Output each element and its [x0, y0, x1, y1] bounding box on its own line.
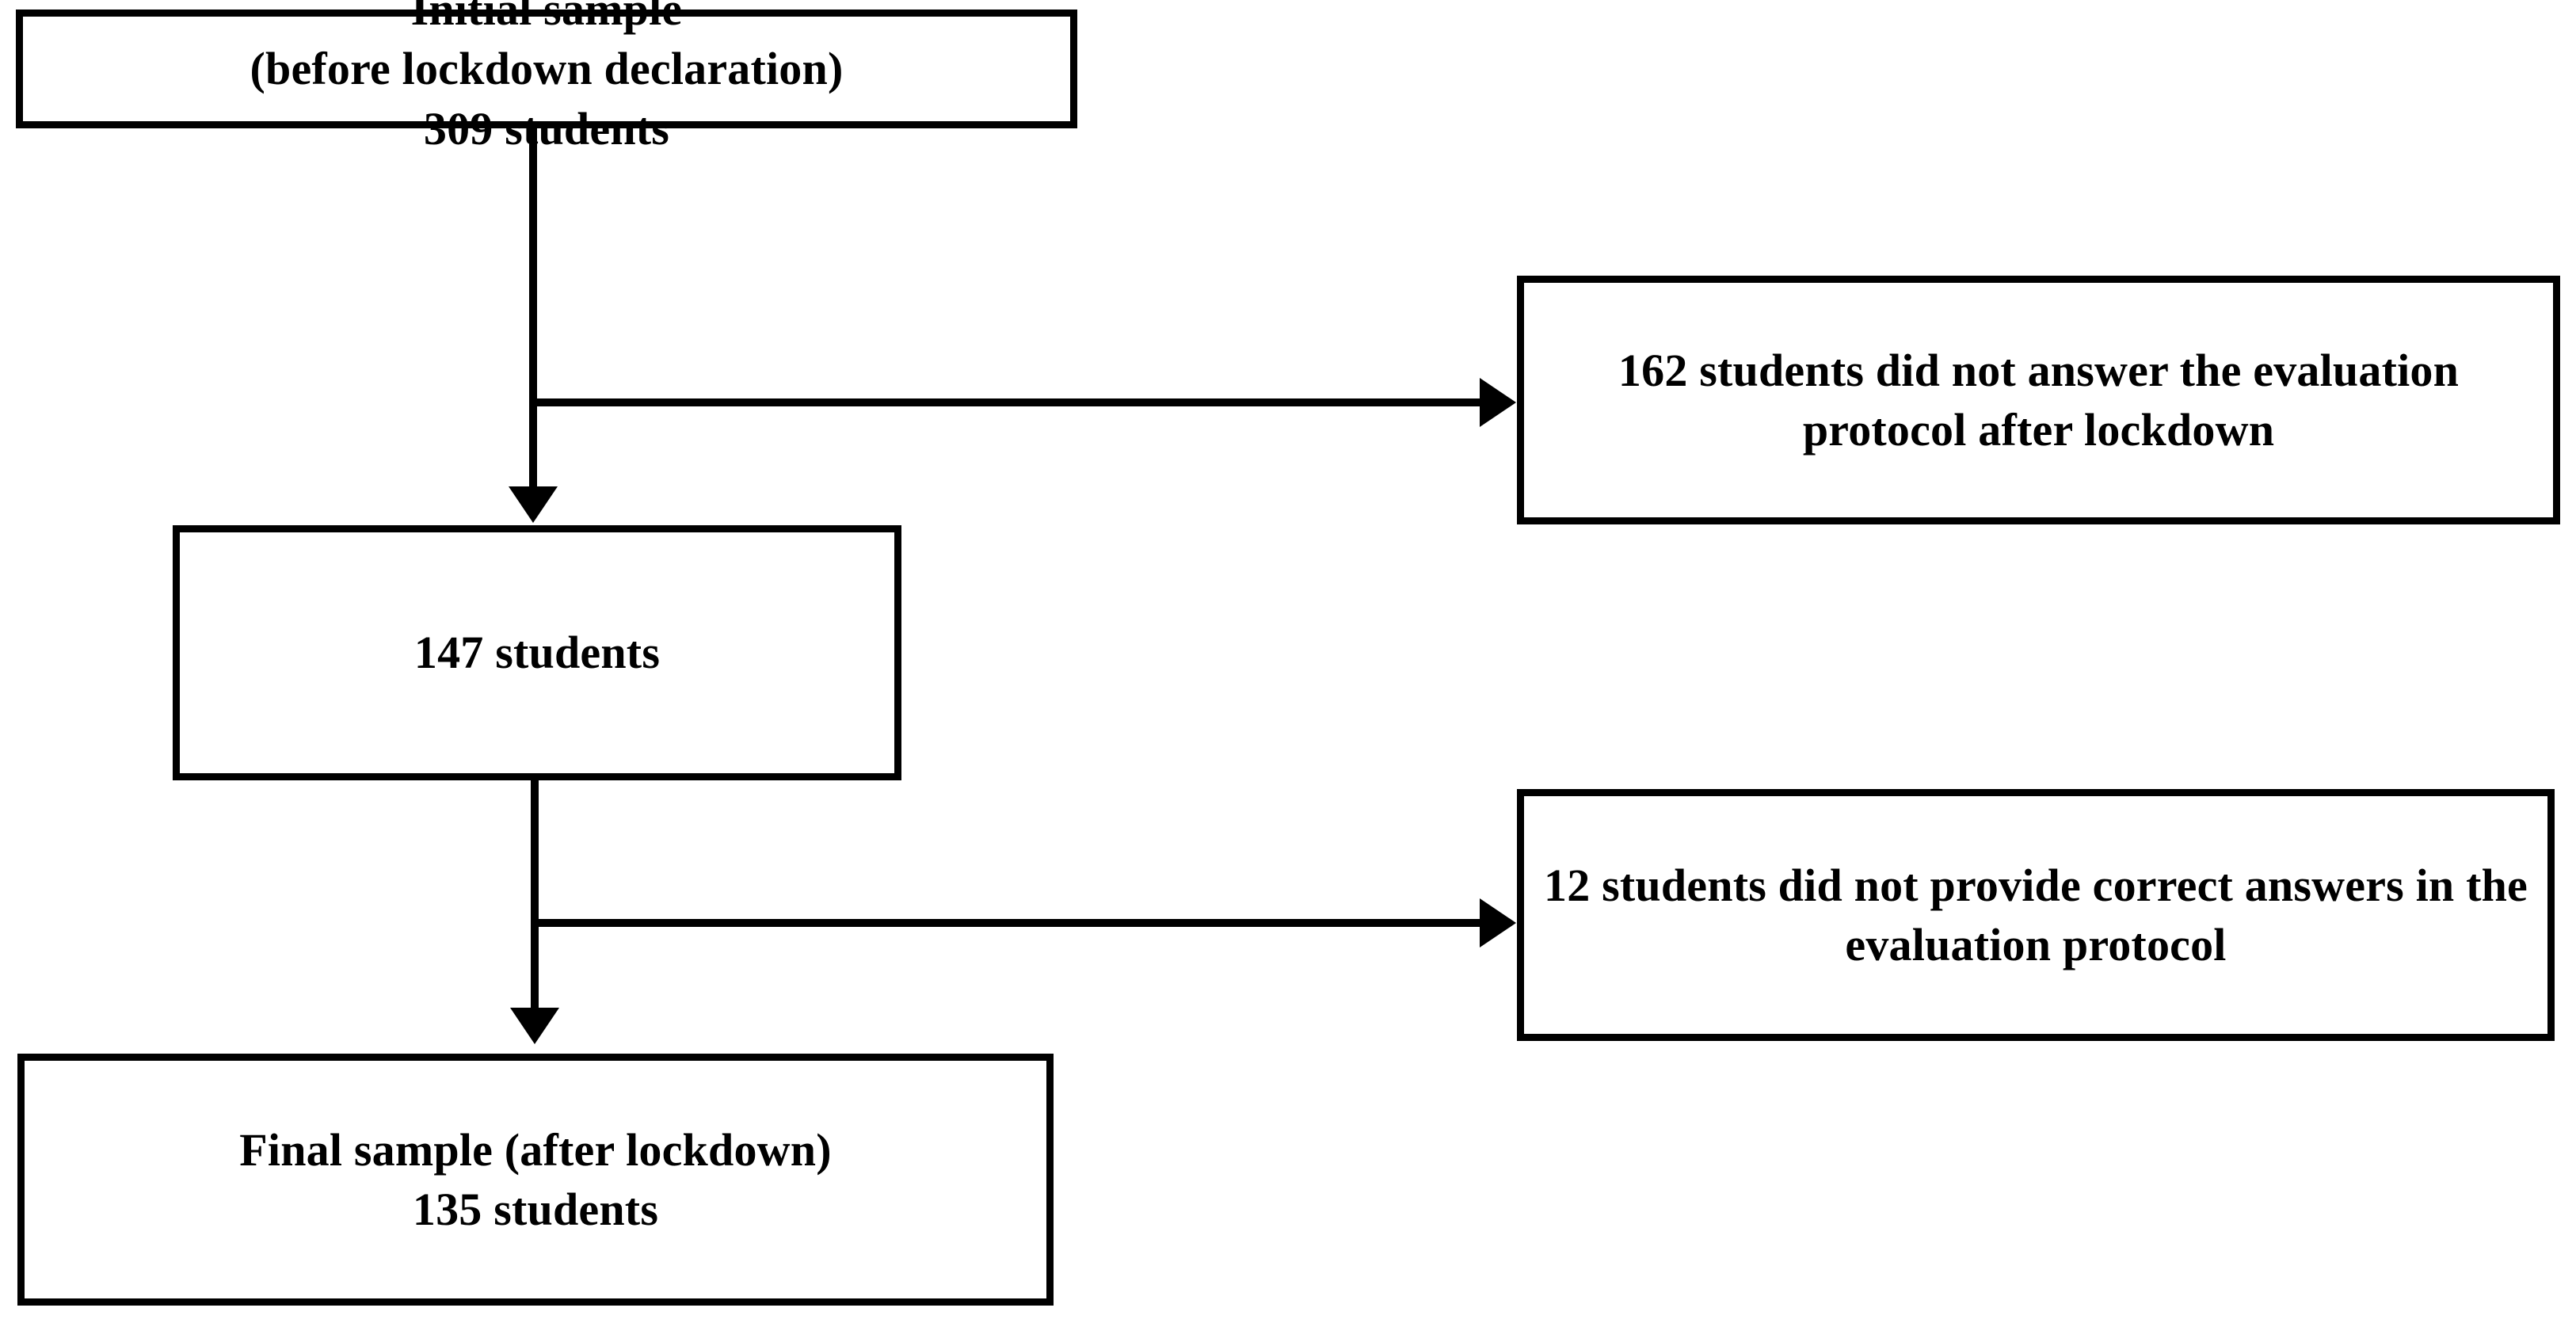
node-excluded-incorrect-label: 12 students did not provide correct answ…	[1544, 859, 2528, 970]
arrow-down-icon-remaining-to-final	[510, 1008, 559, 1044]
arrow-right-icon-to-excluded-incorrect	[1480, 898, 1516, 947]
node-initial-sample: Initial sample (before lockdown declarat…	[16, 0, 1077, 154]
node-remaining-sample-label: 147 students	[413, 627, 661, 679]
arrow-right-icon-to-excluded-no-answer	[1480, 378, 1516, 427]
node-excluded-no-answer-label: 162 students did not answer the evaluati…	[1618, 344, 2460, 456]
connector-initial-to-remaining	[529, 127, 537, 507]
node-final-sample: Final sample (after lockdown) 135 studen…	[17, 1054, 1054, 1306]
connector-remaining-to-excluded-incorrect	[535, 919, 1480, 927]
node-excluded-no-answer: 162 students did not answer the evaluati…	[1517, 276, 2560, 524]
node-remaining-sample: 147 students	[173, 525, 901, 780]
connector-initial-to-excluded-no-answer	[533, 398, 1480, 406]
connector-remaining-to-final	[531, 779, 539, 1030]
arrow-down-icon-initial-to-remaining	[509, 486, 558, 523]
node-initial-sample-label: Initial sample (before lockdown declarat…	[250, 0, 844, 154]
node-final-sample-label: Final sample (after lockdown) 135 studen…	[239, 1123, 832, 1235]
node-excluded-incorrect: 12 students did not provide correct answ…	[1517, 789, 2555, 1041]
